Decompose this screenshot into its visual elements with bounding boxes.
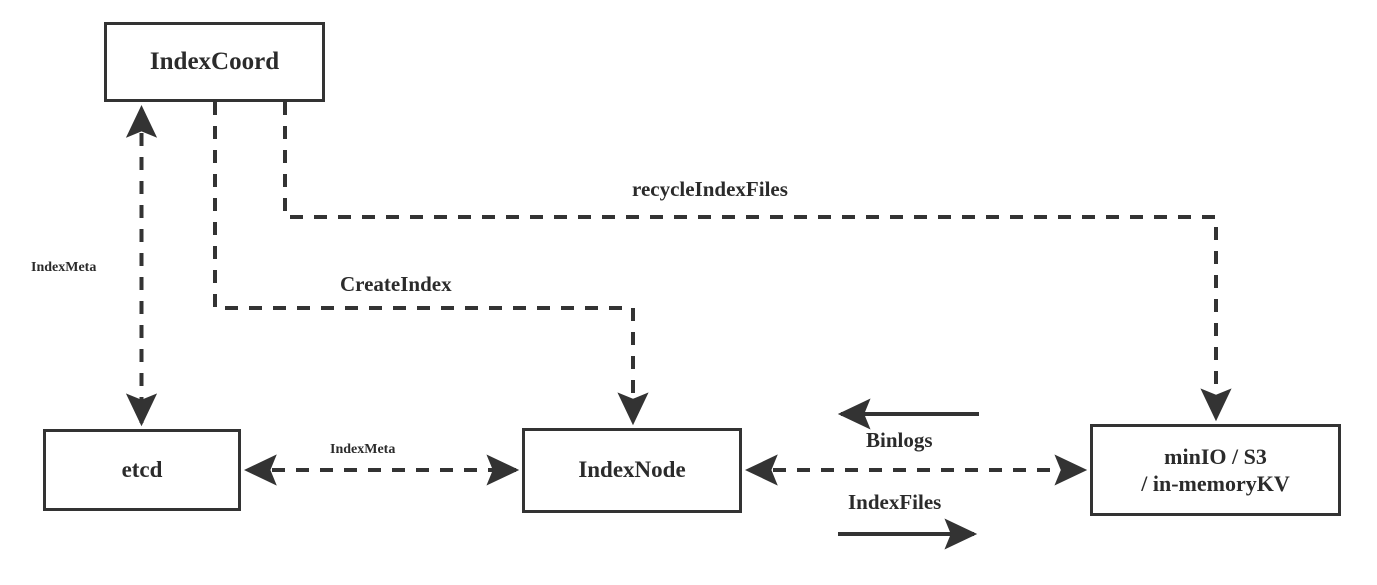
- node-index-coord[interactable]: IndexCoord: [104, 22, 325, 102]
- node-index-node-label: IndexNode: [578, 457, 686, 483]
- node-minio[interactable]: minIO / S3 / in-memoryKV: [1090, 424, 1341, 516]
- edge-label-create-index: CreateIndex: [340, 272, 452, 296]
- edge-label-index-meta-node: IndexMeta: [330, 442, 396, 457]
- node-index-coord-label: IndexCoord: [149, 48, 280, 76]
- edge-label-recycle-index-files: recycleIndexFiles: [632, 177, 788, 201]
- edge-create-index: [213, 102, 649, 426]
- node-minio-label-line2: / in-memoryKV: [1141, 471, 1290, 496]
- node-index-node[interactable]: IndexNode: [522, 428, 742, 513]
- edge-label-binlogs: Binlogs: [866, 428, 933, 452]
- node-etcd[interactable]: etcd: [43, 429, 241, 511]
- edge-label-index-files: IndexFiles: [848, 490, 942, 514]
- node-etcd-label: etcd: [121, 456, 163, 482]
- edge-label-index-meta-coord: IndexMeta: [31, 260, 97, 275]
- node-minio-label-line1: minIO / S3: [1164, 443, 1267, 469]
- edge-recycle-index-files: [283, 102, 1232, 422]
